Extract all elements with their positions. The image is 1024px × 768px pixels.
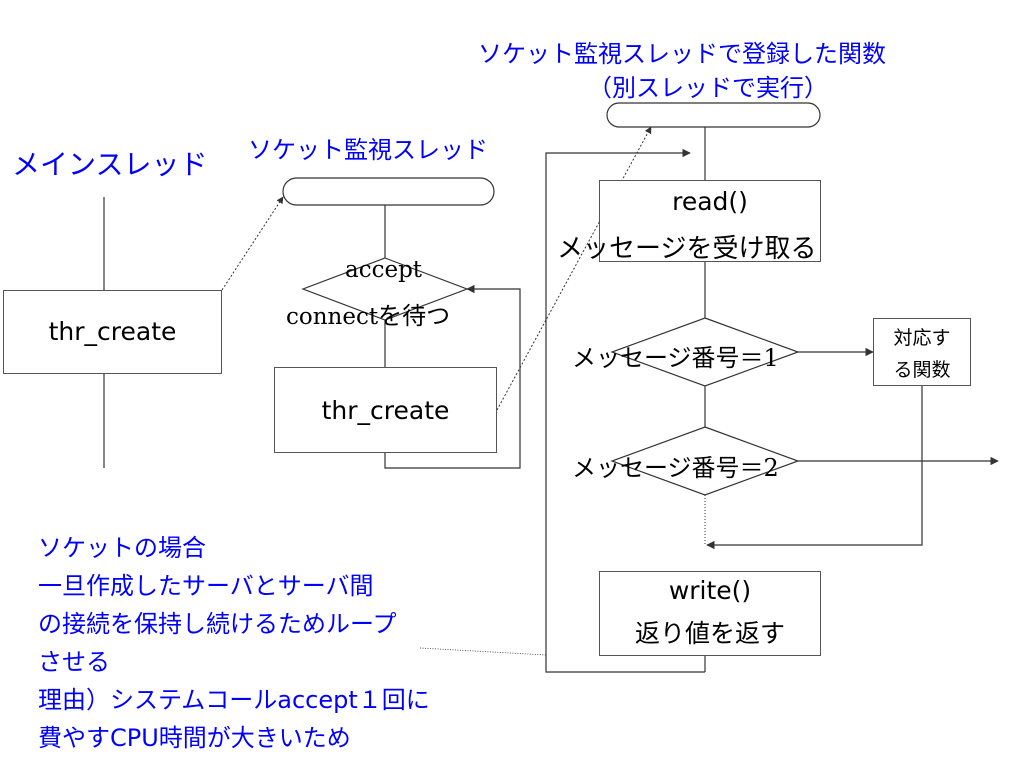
msg1-decision-label: メッセージ番号＝1 [572, 338, 779, 373]
registered-func-label-line1: ソケット監視スレッドで登録した関数 [478, 40, 886, 68]
monitor-start-terminator [282, 177, 495, 206]
monitor-thr-create-box: thr_create [274, 367, 497, 453]
func-box-line1: 対応す [893, 327, 951, 349]
spawn-arrow-handler [496, 126, 652, 411]
handler-loop-back [545, 148, 705, 673]
registered-func-label-line2: （別スレッドで実行） [588, 74, 828, 102]
wait-word: を待つ [378, 302, 451, 330]
note-line-1: ソケットの場合 [38, 534, 206, 562]
func-box-line2: る関数 [893, 359, 951, 381]
note-line-3: の接続を保持し続けるためループ [38, 610, 397, 638]
monitor-loop-back [384, 284, 521, 469]
note-pointer-line [419, 647, 547, 656]
func-return-arrow [706, 386, 923, 550]
read-box-line1: read() [672, 187, 748, 216]
write-box-line2: 返り値を返す [634, 619, 785, 648]
msg2-text: メッセージ番号 [572, 454, 740, 482]
msg2-decision-label: メッセージ番号＝2 [572, 448, 779, 483]
msg1-value: ＝1 [739, 344, 779, 372]
accept-decision-label-line2: connectを待つ [286, 296, 450, 331]
msg2-value: ＝2 [739, 454, 779, 482]
main-thr-create-box: thr_create [3, 290, 222, 374]
write-box: write() 返り値を返す [599, 571, 821, 656]
write-box-line1: write() [668, 576, 752, 605]
note-line-5: 理由）システムコールaccept１回に [38, 686, 430, 714]
msg1-text: メッセージ番号 [572, 344, 740, 372]
main-thread-label: メインスレッド [12, 148, 208, 181]
accept-decision-label-line1: accept [345, 257, 423, 283]
note-line-4: させる [38, 648, 110, 676]
note-line-2: 一旦作成したサーバとサーバ間 [38, 572, 374, 600]
connect-word: connect [286, 304, 379, 330]
spawn-arrow-monitor [221, 196, 284, 291]
func-box: 対応す る関数 [873, 318, 971, 386]
handler-start-terminator [606, 102, 821, 128]
read-box-line2: メッセージを受け取る [557, 234, 817, 264]
read-box: read() [599, 180, 821, 262]
monitor-thr-create-label: thr_create [321, 396, 450, 425]
main-thr-create-label: thr_create [48, 317, 177, 346]
monitor-thread-label: ソケット監視スレッド [248, 136, 488, 164]
note-line-6: 費やすCPU時間が大きいため [38, 724, 351, 752]
